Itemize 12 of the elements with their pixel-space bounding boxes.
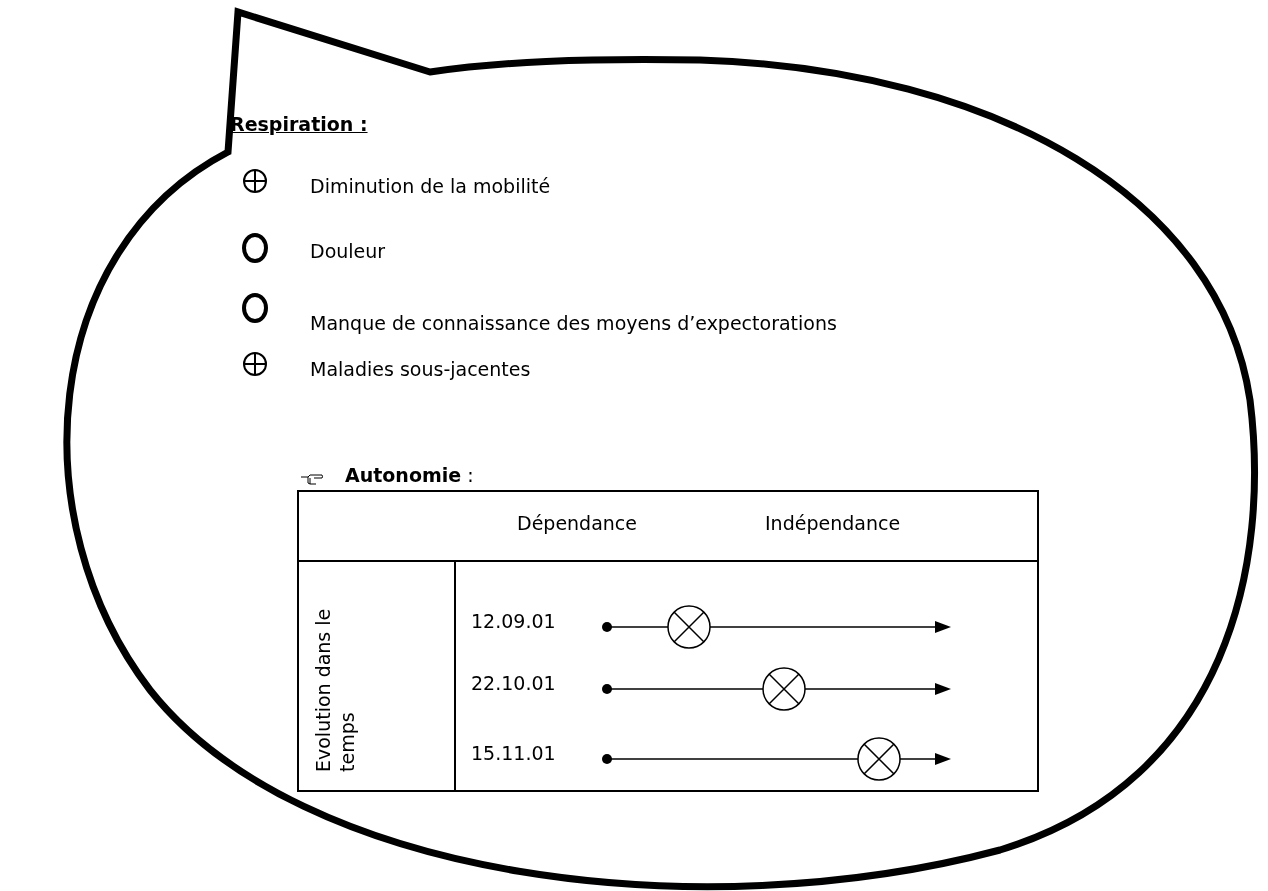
list-item: Manque de connaissance des moyens d’expectorations: [310, 312, 837, 334]
list-item: Diminution de la mobilité: [310, 175, 551, 197]
list-item: Douleur: [310, 240, 386, 262]
heading: Respiration :: [230, 113, 368, 135]
date-label: 12.09.01: [471, 610, 556, 632]
column-header: Indépendance: [765, 512, 901, 534]
column-header: Dépendance: [517, 512, 637, 534]
date-label: 22.10.01: [471, 672, 556, 694]
list-item: Maladies sous-jacentes: [310, 358, 531, 380]
date-label: 15.11.01: [471, 742, 556, 764]
row-header: Evolution dans le temps: [311, 607, 359, 772]
section-label: Autonomie :: [345, 464, 474, 486]
